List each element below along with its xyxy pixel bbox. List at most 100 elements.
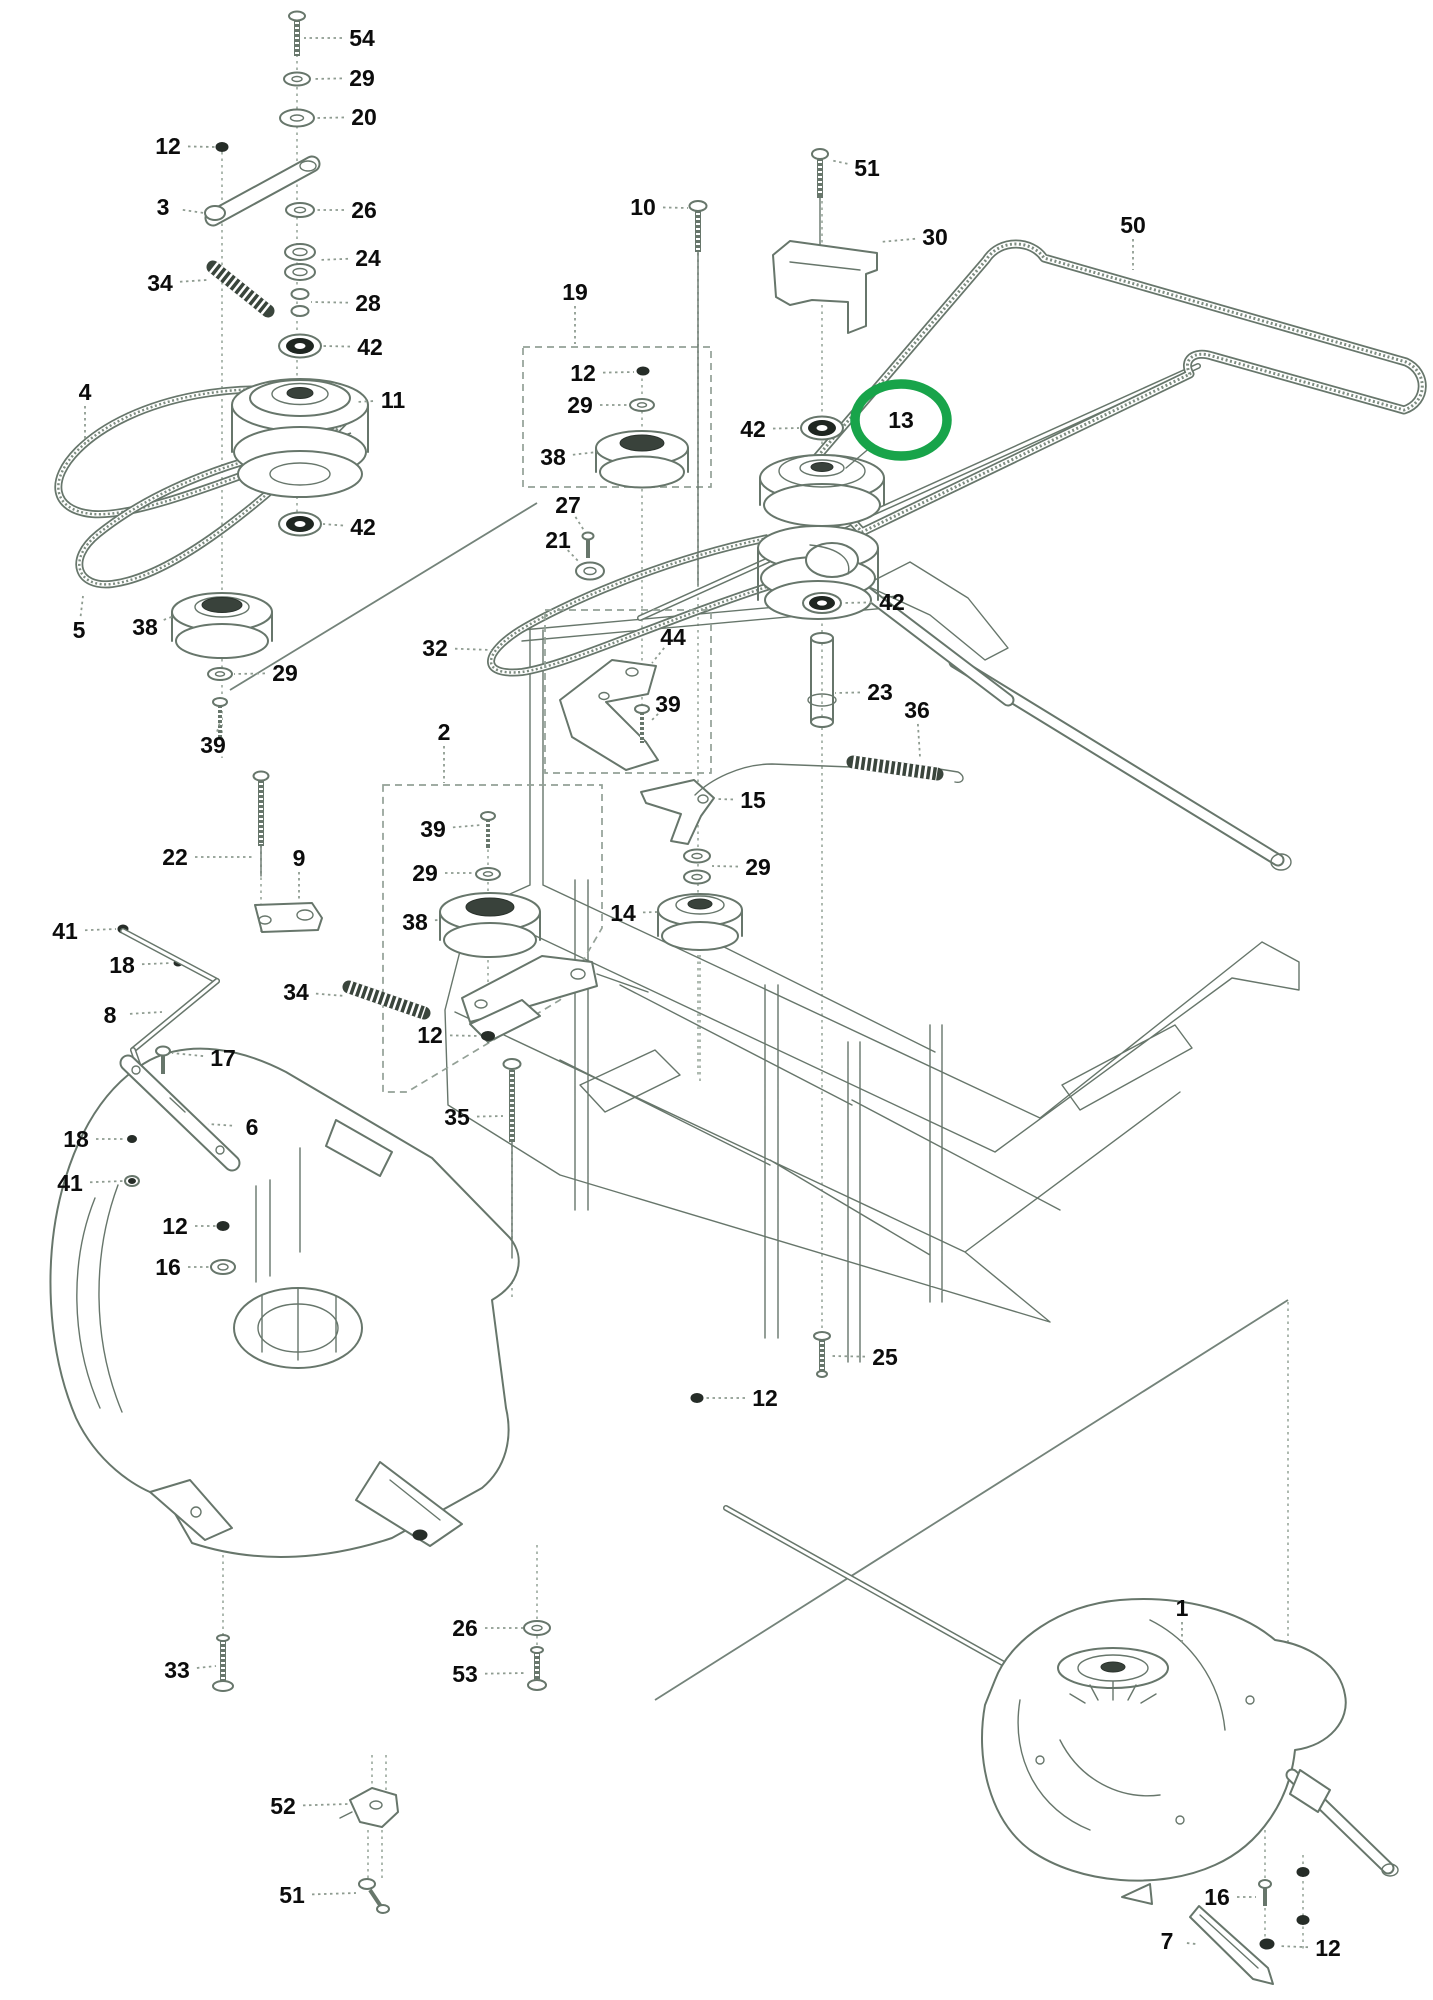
part-callout-35: 35 <box>444 1104 470 1130</box>
spring-34-top <box>206 260 275 318</box>
idler-pulley-38-center <box>575 366 689 581</box>
part-callout-51: 51 <box>854 155 880 181</box>
callout-leader-7 <box>1186 1942 1197 1945</box>
callout-leader-39 <box>216 721 221 732</box>
part-callout-34: 34 <box>147 270 173 296</box>
callout-leader-29 <box>233 672 266 675</box>
part-callout-54: 54 <box>349 25 375 51</box>
callout-leader-52 <box>302 1803 349 1807</box>
part-callout-12: 12 <box>162 1213 188 1239</box>
idler-rod <box>637 363 1201 621</box>
part-callout-8: 8 <box>104 1002 117 1028</box>
part-callout-38: 38 <box>402 909 428 935</box>
part-callout-38: 38 <box>132 614 158 640</box>
part-callout-23: 23 <box>867 679 893 705</box>
belt-32 <box>491 538 782 672</box>
part-callout-29: 29 <box>272 660 298 686</box>
part-callout-12: 12 <box>417 1022 443 1048</box>
callout-leader-35 <box>476 1115 504 1118</box>
part-callout-12: 12 <box>752 1385 778 1411</box>
part-callout-11: 11 <box>381 387 406 413</box>
highlight-ellipse <box>850 379 952 461</box>
callout-leader-20 <box>315 116 345 119</box>
callout-leader-36 <box>916 723 921 758</box>
transaxle <box>723 1505 1399 1905</box>
callout-leader-29 <box>711 865 739 868</box>
callout-leader-34 <box>179 279 208 283</box>
bracket-44 <box>559 659 659 771</box>
part-callout-42: 42 <box>357 334 383 360</box>
part-callout-12: 12 <box>1315 1935 1341 1961</box>
callout-leader-39 <box>452 824 482 829</box>
spring-36 <box>694 755 964 796</box>
part-callout-5: 5 <box>73 617 86 643</box>
part-callout-24: 24 <box>355 245 381 271</box>
callout-leader-38 <box>163 615 175 621</box>
group-boxes <box>382 346 712 1093</box>
callout-leader-17 <box>171 1052 204 1057</box>
callout-leader-3 <box>182 209 205 214</box>
bottom-right-hardware <box>690 1331 1310 1985</box>
callout-leader-51 <box>829 159 848 165</box>
part-callout-29: 29 <box>349 65 375 91</box>
engine-pulley-stack <box>204 10 369 537</box>
part-callout-29: 29 <box>412 860 438 886</box>
part-callout-16: 16 <box>155 1254 181 1280</box>
part-callout-50: 50 <box>1120 212 1146 238</box>
callout-leader-33 <box>196 1665 217 1669</box>
callout-leader-27 <box>574 516 586 533</box>
part-callout-1: 1 <box>1176 1595 1189 1621</box>
part-callout-33: 33 <box>164 1657 190 1683</box>
part-callout-39: 39 <box>200 732 226 758</box>
callout-leader-12 <box>187 145 216 148</box>
part-callout-42: 42 <box>879 589 905 615</box>
callout-leader-41 <box>84 928 117 932</box>
frame-assembly <box>444 561 1300 1363</box>
callout-leader-12 <box>449 1034 481 1037</box>
part-callout-26: 26 <box>351 197 377 223</box>
callout-leader-24 <box>317 257 349 261</box>
part-callout-53: 53 <box>452 1661 478 1687</box>
callout-leader-42 <box>322 523 344 527</box>
part-callout-30: 30 <box>922 224 948 250</box>
part-callout-27: 27 <box>555 492 581 518</box>
idler-pulley-38-left <box>171 592 273 740</box>
part-callout-41: 41 <box>52 918 78 944</box>
part-callout-2: 2 <box>438 719 451 745</box>
part-callout-16: 16 <box>1204 1884 1230 1910</box>
part-callout-20: 20 <box>351 104 377 130</box>
part-callout-4: 4 <box>79 379 92 405</box>
bottom-hardware <box>212 1620 551 1914</box>
callout-leader-53 <box>484 1672 527 1675</box>
part-callout-7: 7 <box>1161 1928 1174 1954</box>
callout-leader-6 <box>207 1123 233 1127</box>
callout-leader-10 <box>662 206 689 209</box>
callout-leader-29 <box>311 77 343 80</box>
tension-pulley-14-stack <box>640 200 743 951</box>
callout-leader-5 <box>79 595 84 617</box>
callout-leader-8 <box>129 1011 163 1015</box>
part-callout-38: 38 <box>540 444 566 470</box>
part-callout-3: 3 <box>157 194 170 220</box>
callout-leader-32 <box>454 647 493 651</box>
part-callout-14: 14 <box>610 900 636 926</box>
callout-leader-42 <box>772 427 800 430</box>
part-callout-18: 18 <box>63 1126 89 1152</box>
callout-leader-12 <box>1277 1945 1309 1949</box>
part-callout-28: 28 <box>355 290 381 316</box>
part-callout-36: 36 <box>904 697 930 723</box>
part-callout-42: 42 <box>740 416 766 442</box>
part-callout-15: 15 <box>740 787 766 813</box>
callout-leader-28 <box>310 301 349 304</box>
callout-leader-18 <box>141 962 173 966</box>
part-callout-29: 29 <box>745 854 771 880</box>
callout-leader-44 <box>651 647 665 664</box>
part-callout-41: 41 <box>57 1170 83 1196</box>
part-callout-6: 6 <box>246 1114 259 1140</box>
part-callout-39: 39 <box>420 816 446 842</box>
part-callout-39: 39 <box>655 691 681 717</box>
callout-leader-38 <box>572 451 598 456</box>
part-callout-51: 51 <box>279 1882 305 1908</box>
